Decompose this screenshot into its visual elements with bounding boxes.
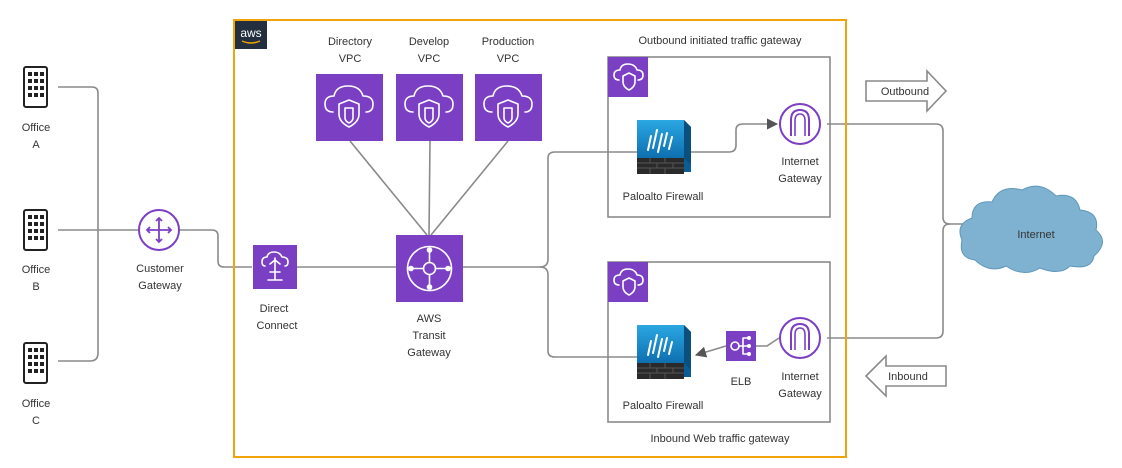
building-icon bbox=[23, 342, 48, 384]
vpc-production-label-line1: Production bbox=[482, 36, 535, 48]
cloud-icon bbox=[959, 185, 1103, 273]
office-b-label-line1: Office bbox=[22, 264, 51, 276]
elb-icon bbox=[726, 331, 756, 361]
vpc-directory: Directory VPC bbox=[316, 36, 383, 141]
office-c-label-line1: Office bbox=[22, 398, 51, 410]
customer-gateway-label-line1: Customer bbox=[136, 263, 184, 275]
connector-lines bbox=[58, 86, 966, 362]
office-c: Office C bbox=[22, 342, 51, 427]
inbound-gateway-group: Paloalto Firewall ELB Internet Gateway I… bbox=[607, 261, 831, 445]
office-a-label-line1: Office bbox=[22, 122, 51, 134]
vpc-develop-label-line1: Develop bbox=[409, 36, 449, 48]
internet-gateway-icon bbox=[779, 103, 821, 145]
aws-logo-text: aws bbox=[240, 26, 261, 40]
inbound-group-title: Inbound Web traffic gateway bbox=[650, 433, 790, 445]
office-a: Office A bbox=[22, 66, 51, 151]
inbound-igw-label-line1: Internet bbox=[781, 371, 818, 383]
customer-gateway-label-line2: Gateway bbox=[138, 280, 182, 292]
transit-gateway-label-line1: AWS bbox=[417, 313, 442, 325]
outbound-gateway-group: Outbound initiated traffic gateway Paloa… bbox=[607, 35, 831, 218]
vpc-shield-cloud-icon bbox=[483, 85, 533, 128]
vpc-shield-cloud-icon bbox=[613, 63, 644, 91]
outbound-arrow-label: Outbound bbox=[881, 86, 929, 98]
vpc-develop: Develop VPC bbox=[396, 36, 463, 141]
vpc-directory-label-line1: Directory bbox=[328, 36, 373, 48]
direct-connect-label-line1: Direct bbox=[260, 303, 289, 315]
firewall-icon bbox=[637, 325, 691, 379]
outbound-igw-label-line1: Internet bbox=[781, 156, 818, 168]
vpc-develop-label-line2: VPC bbox=[418, 53, 441, 65]
customer-gateway: Customer Gateway bbox=[136, 209, 184, 292]
elb-label: ELB bbox=[731, 376, 752, 388]
internet-label: Internet bbox=[1017, 229, 1054, 241]
outbound-igw-label-line2: Gateway bbox=[778, 173, 822, 185]
vpc-directory-label-line2: VPC bbox=[339, 53, 362, 65]
internet-cloud: Internet bbox=[959, 185, 1103, 273]
transit-gateway: AWS Transit Gateway bbox=[396, 235, 463, 359]
vpc-production: Production VPC bbox=[475, 36, 542, 141]
inbound-firewall-label: Paloalto Firewall bbox=[623, 400, 704, 412]
vpc-shield-cloud-icon bbox=[404, 85, 454, 128]
router-icon bbox=[138, 209, 180, 251]
inbound-igw-label-line2: Gateway bbox=[778, 388, 822, 400]
internet-gateway-icon bbox=[779, 317, 821, 359]
building-icon bbox=[23, 209, 48, 251]
inbound-arrow-label: Inbound bbox=[888, 371, 928, 383]
building-icon bbox=[23, 66, 48, 108]
firewall-icon bbox=[637, 120, 691, 174]
transit-gateway-label-line3: Gateway bbox=[407, 347, 451, 359]
aws-cloud-boundary: aws bbox=[233, 19, 847, 458]
transit-gateway-icon bbox=[406, 245, 453, 292]
outbound-group-title: Outbound initiated traffic gateway bbox=[638, 35, 802, 47]
direct-connect-label-line2: Connect bbox=[257, 320, 298, 332]
direct-connect-icon bbox=[261, 251, 289, 281]
office-b: Office B bbox=[22, 209, 51, 293]
outbound-arrow: Outbound bbox=[865, 68, 948, 114]
vpc-production-label-line2: VPC bbox=[497, 53, 520, 65]
direct-connect: Direct Connect bbox=[253, 245, 297, 332]
vpc-shield-cloud-icon bbox=[613, 268, 644, 296]
office-b-label-line2: B bbox=[32, 281, 39, 293]
aws-logo: aws bbox=[235, 21, 267, 49]
office-a-label-line2: A bbox=[32, 139, 40, 151]
transit-gateway-label-line2: Transit bbox=[412, 330, 445, 342]
office-c-label-line2: C bbox=[32, 415, 40, 427]
outbound-firewall-label: Paloalto Firewall bbox=[623, 191, 704, 203]
inbound-arrow: Inbound bbox=[864, 354, 947, 398]
vpc-shield-cloud-icon bbox=[324, 85, 374, 128]
